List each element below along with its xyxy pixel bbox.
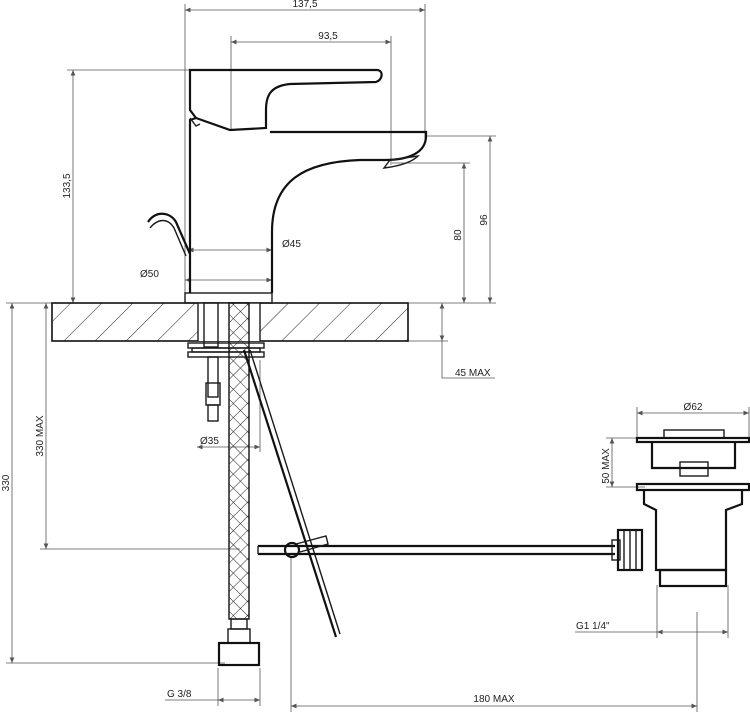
waste-valve [616,429,750,588]
dim-waste-thread: G1 1/4" [576,621,610,632]
dim-top-height: 96 [479,214,490,226]
faucet-body [147,68,428,304]
dim-deck-thickness: 45 MAX [455,368,491,379]
dim-total-height: 133,5 [62,173,73,198]
supply-hose-assembly [187,302,265,667]
dim-waste-height: 50 MAX [601,448,612,484]
dimension-lines [6,4,750,712]
dim-hose-length: 330 [1,474,12,491]
popup-linkage [242,349,621,638]
dim-hose-length-max: 330 MAX [35,415,46,456]
dim-spout-diameter: Ø45 [282,239,301,250]
dim-waste-flange: Ø62 [684,402,703,413]
dimension-labels: 137,5 93,5 133,5 80 96 Ø45 Ø50 45 MAX 33… [1,0,703,705]
dim-spout-reach: 93,5 [318,31,338,42]
dim-overall-width: 137,5 [292,0,317,10]
dim-spout-height: 80 [453,229,464,241]
dim-base-diameter: Ø50 [140,269,159,280]
dim-inlet-thread: G 3/8 [167,689,192,700]
dim-rod-length: 180 MAX [473,694,514,705]
dim-shank-diameter: Ø35 [200,436,219,447]
